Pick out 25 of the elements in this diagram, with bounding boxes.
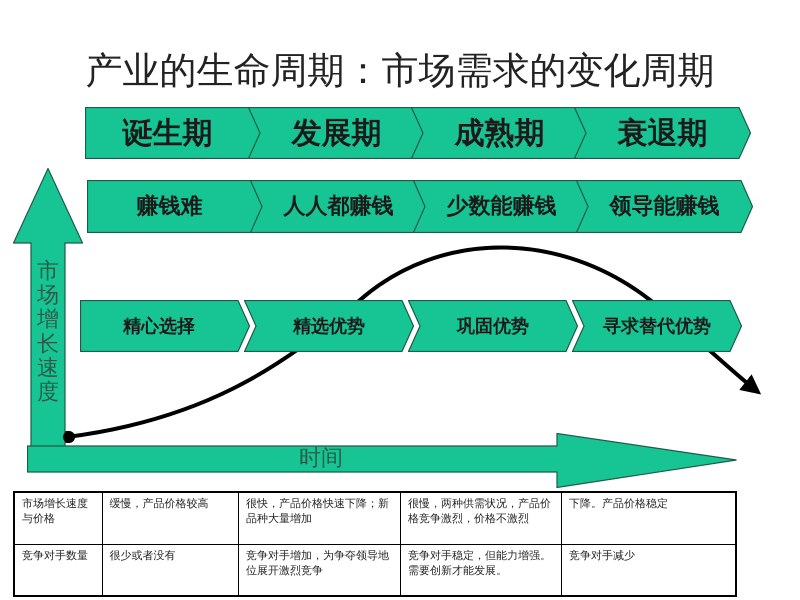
stage-label: 诞生期 [122,114,212,152]
table-cell: 下降。产品价格稳定 [560,493,735,544]
table-cell-text: 市场增长速度与价格 [21,496,89,527]
table-cell: 缓慢，产品价格较高 [102,493,238,544]
table-cell: 竞争对手稳定，但能力增强。需要创新才能发展。 [400,545,561,595]
table-cell: 很少或者没有 [102,545,238,595]
stage-label: 少数能赚钱 [446,192,556,221]
stage-label: 人人都赚钱 [284,192,394,221]
stage-label: 衰退期 [618,114,708,152]
axis-label: 市场增长速度 [37,260,59,406]
stage-label: 成熟期 [454,114,544,152]
stage-label: 寻求替代优势 [603,314,711,338]
stage-label: 精心选择 [123,314,195,338]
stage-label: 巩固优势 [457,314,529,338]
table-cell: 很慢，两种供需状况，产品价格竞争激烈，价格不激烈 [400,493,561,544]
axis-label: 时间 [299,448,343,470]
table-cell: 竞争对手减少 [560,545,735,595]
stage-label: 精选优势 [293,314,365,338]
table-cell: 很快，产品价格快速下降；新品种大量增加 [238,493,400,544]
table-cell-text: 竞争对手数量 [21,548,89,564]
title: 产业的生命周期：市场需求的变化周期 [84,52,716,89]
stage-label: 领导能赚钱 [610,192,720,221]
table-cell: 竞争对手增加，为争夺领导地位展开激烈竞争 [238,545,400,595]
stage-label: 发展期 [292,114,382,152]
stage-label: 赚钱难 [136,192,202,221]
